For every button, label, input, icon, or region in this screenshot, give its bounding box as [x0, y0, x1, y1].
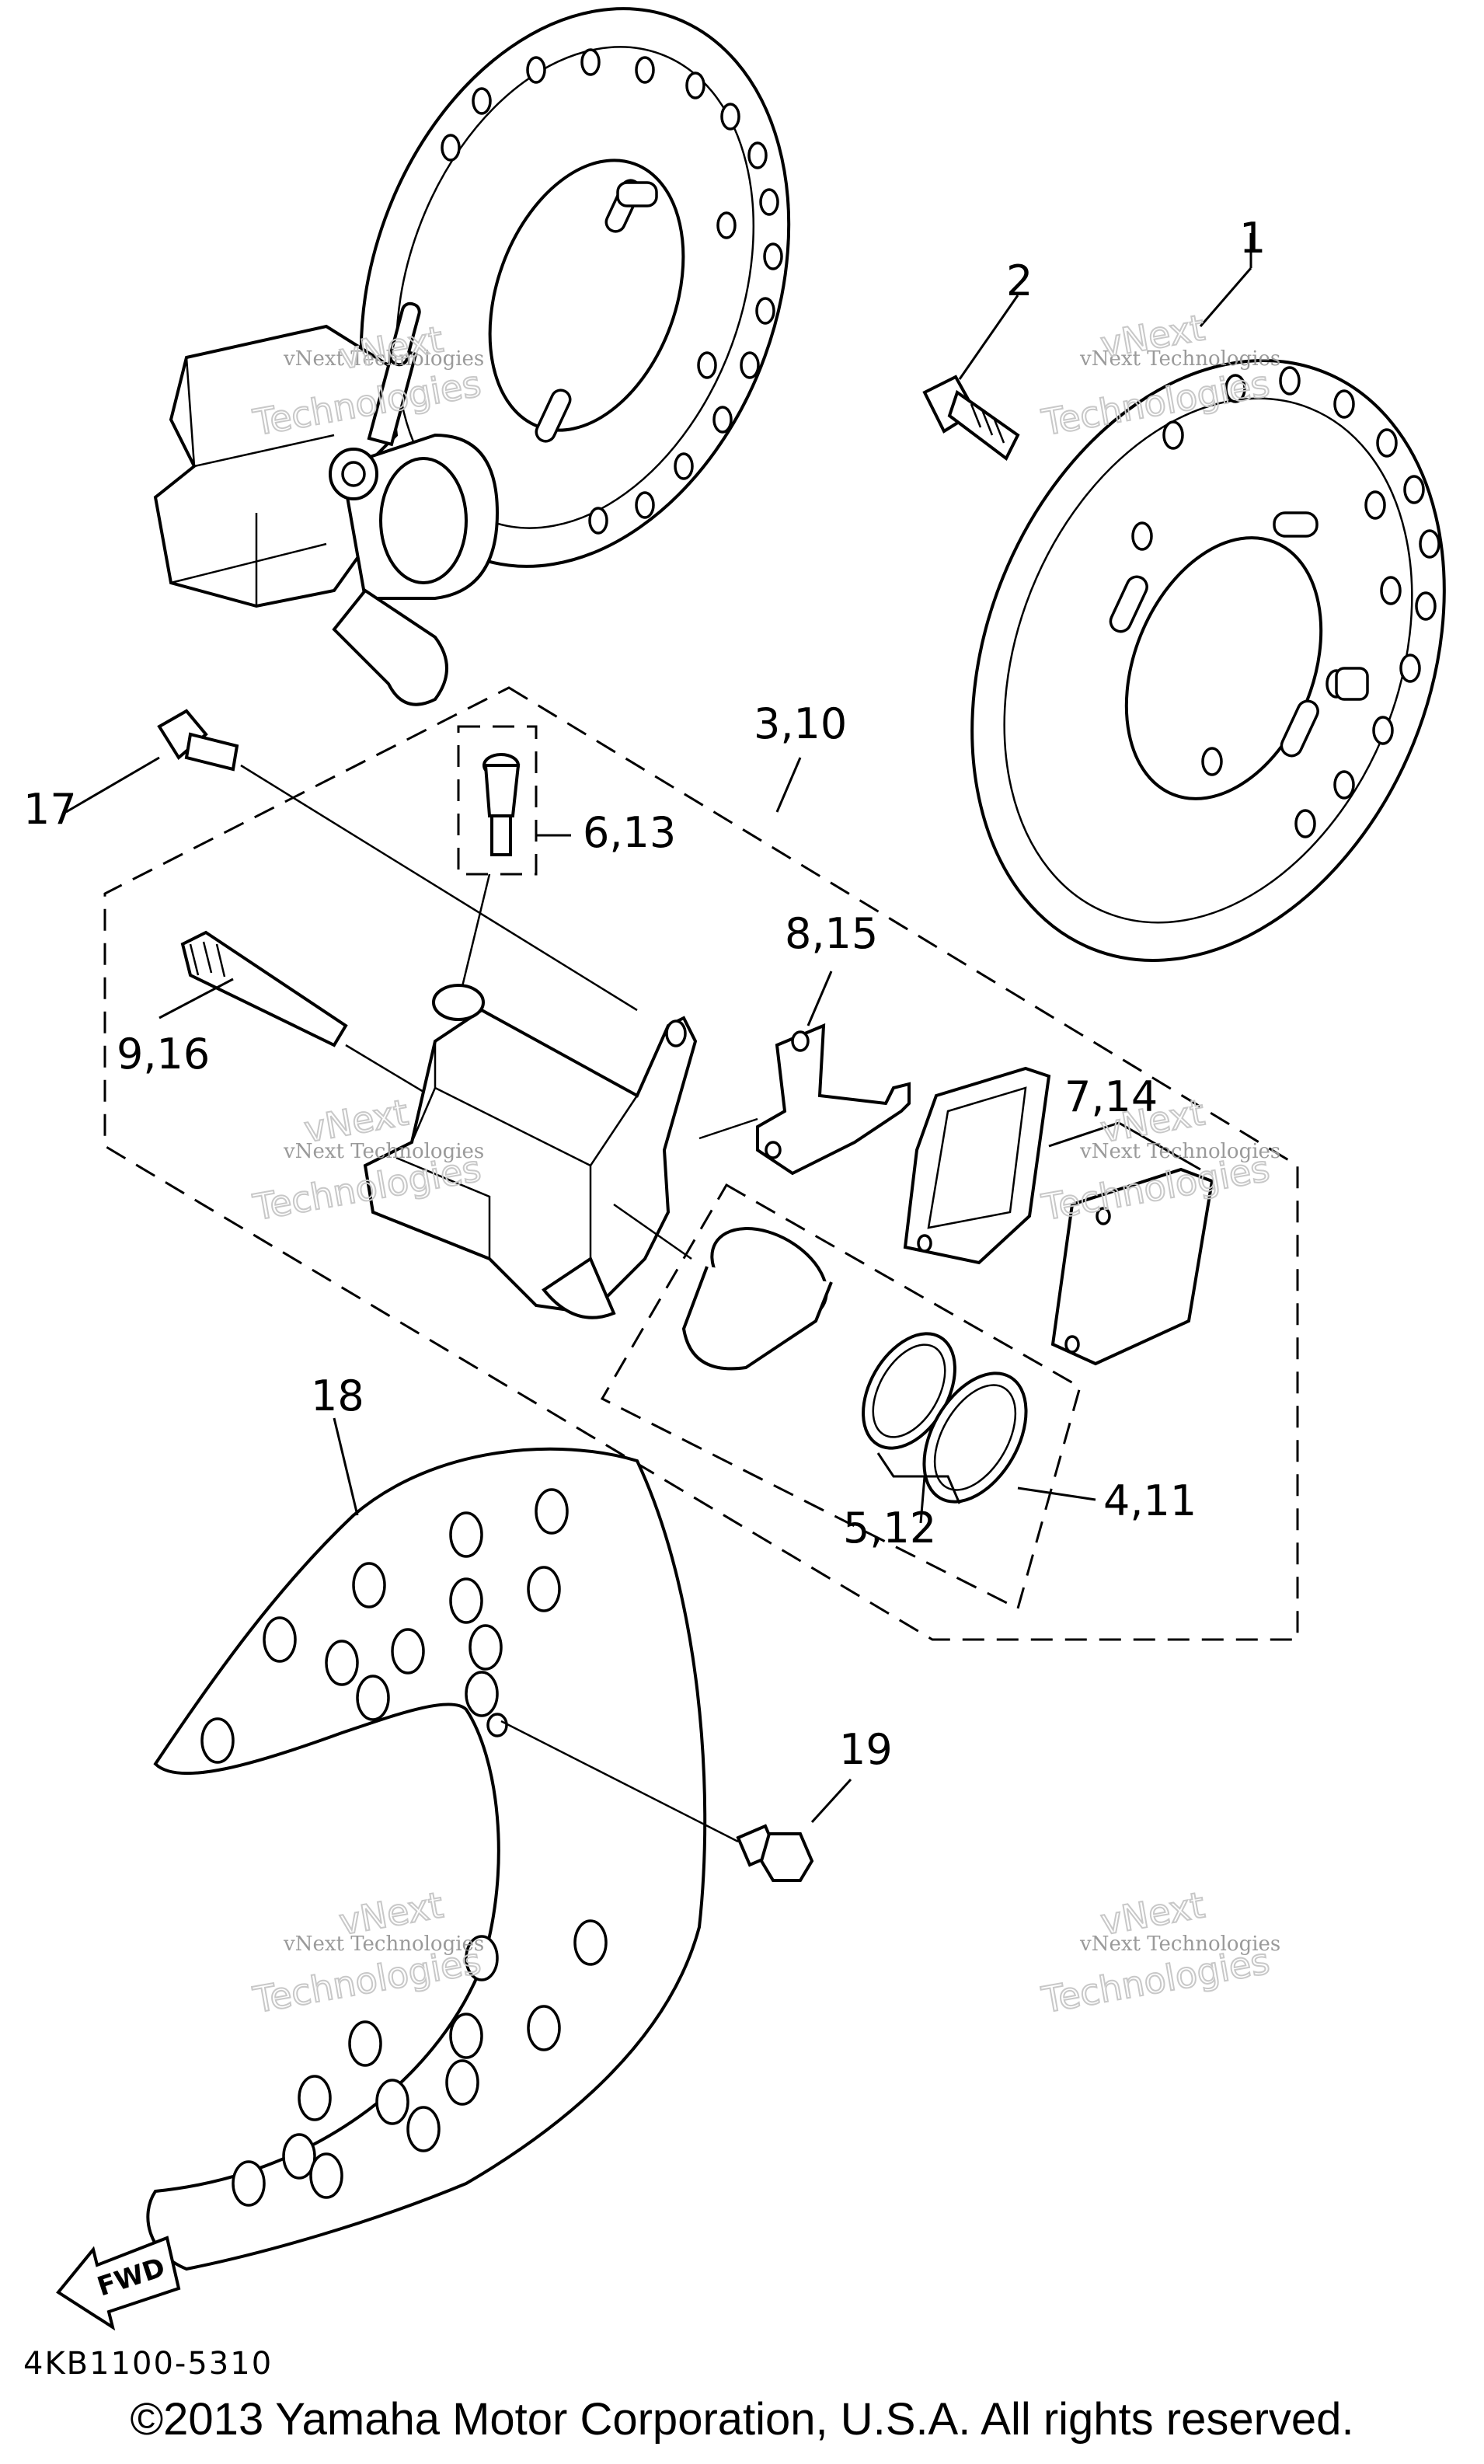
caliper-assembly-boundary — [103, 686, 1299, 1641]
callout-18: 18 — [311, 1371, 364, 1420]
leader-line-3-10 — [775, 757, 802, 813]
svg-text:vNext Technologies: vNext Technologies — [1079, 347, 1280, 371]
caliper-body — [363, 984, 698, 1319]
guard-bolt — [500, 1720, 852, 1882]
forward-arrow: FWD — [56, 2236, 181, 2331]
leader-line-1 — [1199, 267, 1252, 327]
callout-1: 1 — [1239, 214, 1266, 263]
callout-19: 19 — [839, 1725, 893, 1774]
disc-guard — [146, 1417, 707, 2271]
svg-text:vNext Technologies: vNext Technologies — [1079, 1140, 1280, 1163]
callout-4-11: 4,11 — [1103, 1476, 1197, 1525]
callout-3-10: 3,10 — [754, 699, 847, 748]
watermark-bottom-left: vNext Technologies vNext Technologies — [249, 1883, 485, 2022]
svg-text:vNext Technologies: vNext Technologies — [283, 1140, 484, 1163]
callout-7-14: 7,14 — [1064, 1072, 1158, 1121]
callout-2: 2 — [1006, 256, 1033, 305]
callout-9-16: 9,16 — [117, 1030, 210, 1079]
copyright-notice: ©2013 Yamaha Motor Corporation, U.S.A. A… — [130, 2394, 1354, 2445]
pad-support — [698, 971, 911, 1176]
diagram-code: 4KB1100-5310 — [23, 2346, 273, 2382]
disc-bolt — [922, 294, 1020, 462]
piston-seal-kit — [600, 1183, 1096, 1611]
bleed-screw — [457, 725, 571, 1003]
svg-text:vNext Technologies: vNext Technologies — [283, 347, 484, 371]
svg-text:vNext Technologies: vNext Technologies — [283, 1933, 484, 1956]
watermark-bottom-right: vNext Technologies vNext Technologies — [1038, 1883, 1281, 2022]
callout-17: 17 — [23, 785, 77, 834]
mounting-bolt-17 — [65, 709, 638, 1012]
callout-8-15: 8,15 — [785, 909, 878, 958]
callout-6-13: 6,13 — [583, 808, 676, 857]
assembled-brake-illustration — [153, 7, 791, 706]
callout-5-12: 5,12 — [843, 1504, 936, 1553]
svg-text:vNext Technologies: vNext Technologies — [1079, 1933, 1280, 1956]
brake-pads — [903, 1066, 1214, 1366]
brake-disc — [970, 359, 1446, 962]
